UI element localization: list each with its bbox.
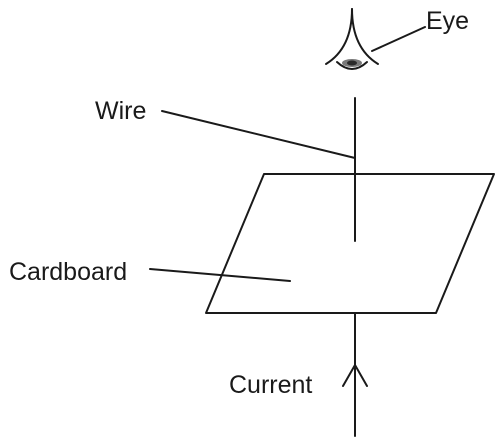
cardboard-label: Cardboard [9,258,128,286]
cardboard-leader-line [149,268,291,282]
current-label: Current [229,371,313,399]
eye-right-lid [351,8,379,65]
cardboard-sheet [205,173,495,314]
eye-left-lid [325,8,353,65]
wire-label: Wire [95,97,147,125]
eye-label: Eye [426,7,470,35]
current-arrow-icon [342,364,368,387]
wire-leader-line [161,110,356,159]
eye-pupil [347,60,357,66]
eye-icon [325,8,379,70]
eye-lower-curve [336,61,368,70]
eye-leader-line [371,26,426,52]
